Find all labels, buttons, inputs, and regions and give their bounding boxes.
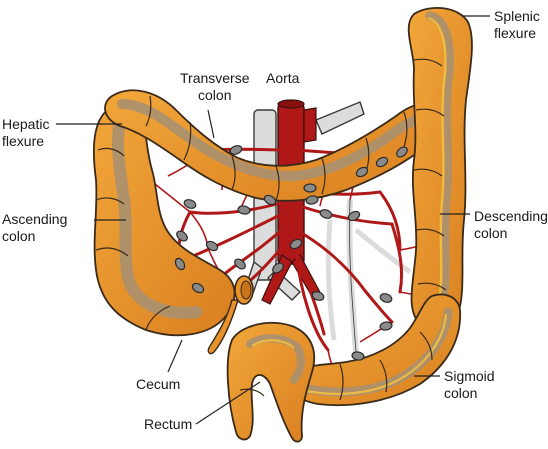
ascending-colon xyxy=(92,98,236,337)
label-splenic-flexure: Splenic flexure xyxy=(494,8,540,41)
label-rectum: Rectum xyxy=(144,416,193,432)
sigmoid-colon xyxy=(288,293,461,407)
label-aorta: Aorta xyxy=(266,70,300,86)
rectum xyxy=(226,322,316,443)
label-cecum: Cecum xyxy=(136,376,181,392)
appendix xyxy=(207,299,239,355)
label-descending-colon: Descending colon xyxy=(474,208,548,241)
label-sigmoid-colon: Sigmoid colon xyxy=(444,368,495,401)
label-transverse-colon: Transverse colon xyxy=(180,70,250,103)
descending-colon xyxy=(407,7,473,331)
leader-rectum xyxy=(195,381,261,425)
label-ascending-colon: Ascending colon xyxy=(2,211,68,244)
lymph-nodes xyxy=(174,145,408,361)
ileum-end xyxy=(234,275,254,305)
leader-transverse-colon xyxy=(207,109,215,139)
leader-lines xyxy=(56,15,490,425)
label-hepatic-flexure: Hepatic flexure xyxy=(2,116,50,149)
leader-cecum xyxy=(167,339,183,373)
